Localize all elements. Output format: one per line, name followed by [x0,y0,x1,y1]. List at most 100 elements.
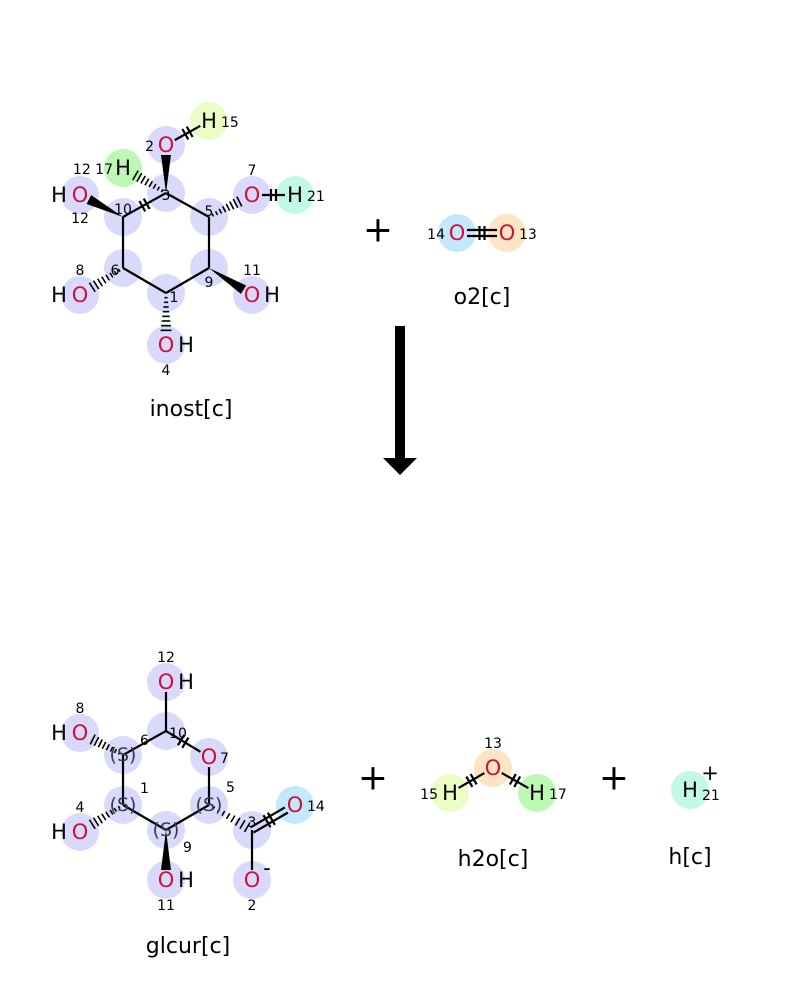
hydrogen-atom: H [287,183,303,207]
hash-bond [93,736,100,747]
stereo-label: (S) [110,744,137,766]
atom-map-number: 13 [519,227,537,243]
wedge-bond [161,830,171,870]
bond-tick [142,198,151,210]
implicit-hydrogen: H [51,183,67,207]
atom-map-number: 3 [248,815,257,831]
molecule-name-inost: inost[c] [150,397,233,422]
oxygen-atom: O [158,333,175,357]
hash-bond [236,196,243,207]
single-bond [501,771,529,790]
hash-bond [234,817,241,826]
atom-highlight [147,326,185,364]
hash-bond [105,274,111,281]
oxygen-atom: O [244,868,261,892]
atom-map-number: 11 [243,263,261,279]
hash-bond [101,276,107,284]
single-bond [122,267,167,294]
implicit-hydrogen: H [178,868,194,892]
atom-highlight [671,771,709,809]
atom-map-number: 14 [307,799,325,815]
atom-highlight [147,126,185,164]
bond-tick [181,737,190,749]
single-bond [122,730,167,756]
single-bond [122,804,167,831]
hash-bond [105,811,111,818]
hash-bond [221,810,226,817]
atom-highlight [61,276,99,314]
atom-map-number: 2 [145,139,154,155]
bonds [86,124,529,870]
atom-highlight [190,102,228,140]
atom-highlight [438,214,476,252]
bond-tick [508,773,517,786]
hash-bond [214,210,219,216]
oxygen-atom: O [449,221,466,245]
implicit-hydrogen: H [51,820,67,844]
single-bond [165,730,202,753]
atom-map-number: 7 [248,163,257,179]
hash-bond [232,198,239,209]
atom-map-number: 9 [183,840,192,856]
atom-map-number: 5 [205,204,214,220]
hash-bond [156,186,161,191]
single-bond [165,267,210,294]
hash-bond [117,805,121,810]
oxygen-atom: O [72,183,89,207]
hydrogen-atom: H [682,778,698,802]
hash-bond [97,739,103,748]
single-bond [165,192,210,218]
hash-bond [152,183,157,190]
hash-bond [117,268,121,273]
hash-bond [109,746,114,752]
oxygen-atom: O [201,745,218,769]
oxygen-atom: O [158,868,175,892]
implicit-hydrogen: H [178,670,194,694]
stereo-label: (S) [110,794,137,816]
atom-map-number: 14 [427,227,445,243]
single-bond [165,804,210,831]
oxygen-atom: O [72,283,89,307]
hash-bond [132,170,139,181]
atom-map-number: 4 [76,800,85,816]
hash-bond [225,812,231,820]
atom-highlight [474,749,512,787]
plus-sign: + [358,758,388,799]
oxygen-atom: O [244,183,261,207]
hash-bond [92,817,100,827]
atom-map-number: 15 [221,115,239,131]
atom-map-number: 21 [307,189,325,205]
implicit-hydrogen: H [51,283,67,307]
hash-bond [211,213,215,217]
bond-tick [185,126,194,138]
hash-bond [117,751,121,755]
hash-bond [239,819,246,830]
hydrogen-atom: H [115,156,131,180]
molecule-name-o2: o2[c] [454,285,511,310]
oxygen-atom: O [158,670,175,694]
hash-bond [101,741,107,750]
atom-map-number: 12 [157,650,175,666]
bond-tick [465,776,474,788]
wedge-bond [209,268,247,294]
hash-bond [216,808,221,813]
hash-bond [105,744,111,751]
hash-bond [109,809,114,815]
hash-bond [212,806,216,810]
molecule-name-h2o: h2o[c] [458,847,529,872]
atom-map-number: 12 [71,211,89,227]
oxygen-atom: O [287,793,304,817]
oxygen-atom: O [72,721,89,745]
molecule-name-glcur: glcur[c] [146,934,230,959]
atom-highlight [147,861,185,899]
hash-bond [218,208,223,214]
atom-map-number: 7 [220,751,229,767]
atom-map-number: 6 [111,263,120,279]
atom-map-number: 2 [248,898,257,914]
atom-map-number: 1 [170,290,179,306]
hash-bond [113,270,118,276]
oxygen-atom: O [499,221,516,245]
hash-bond [109,272,114,278]
hash-bond [230,815,236,823]
atom-map-number: 13 [484,736,502,752]
